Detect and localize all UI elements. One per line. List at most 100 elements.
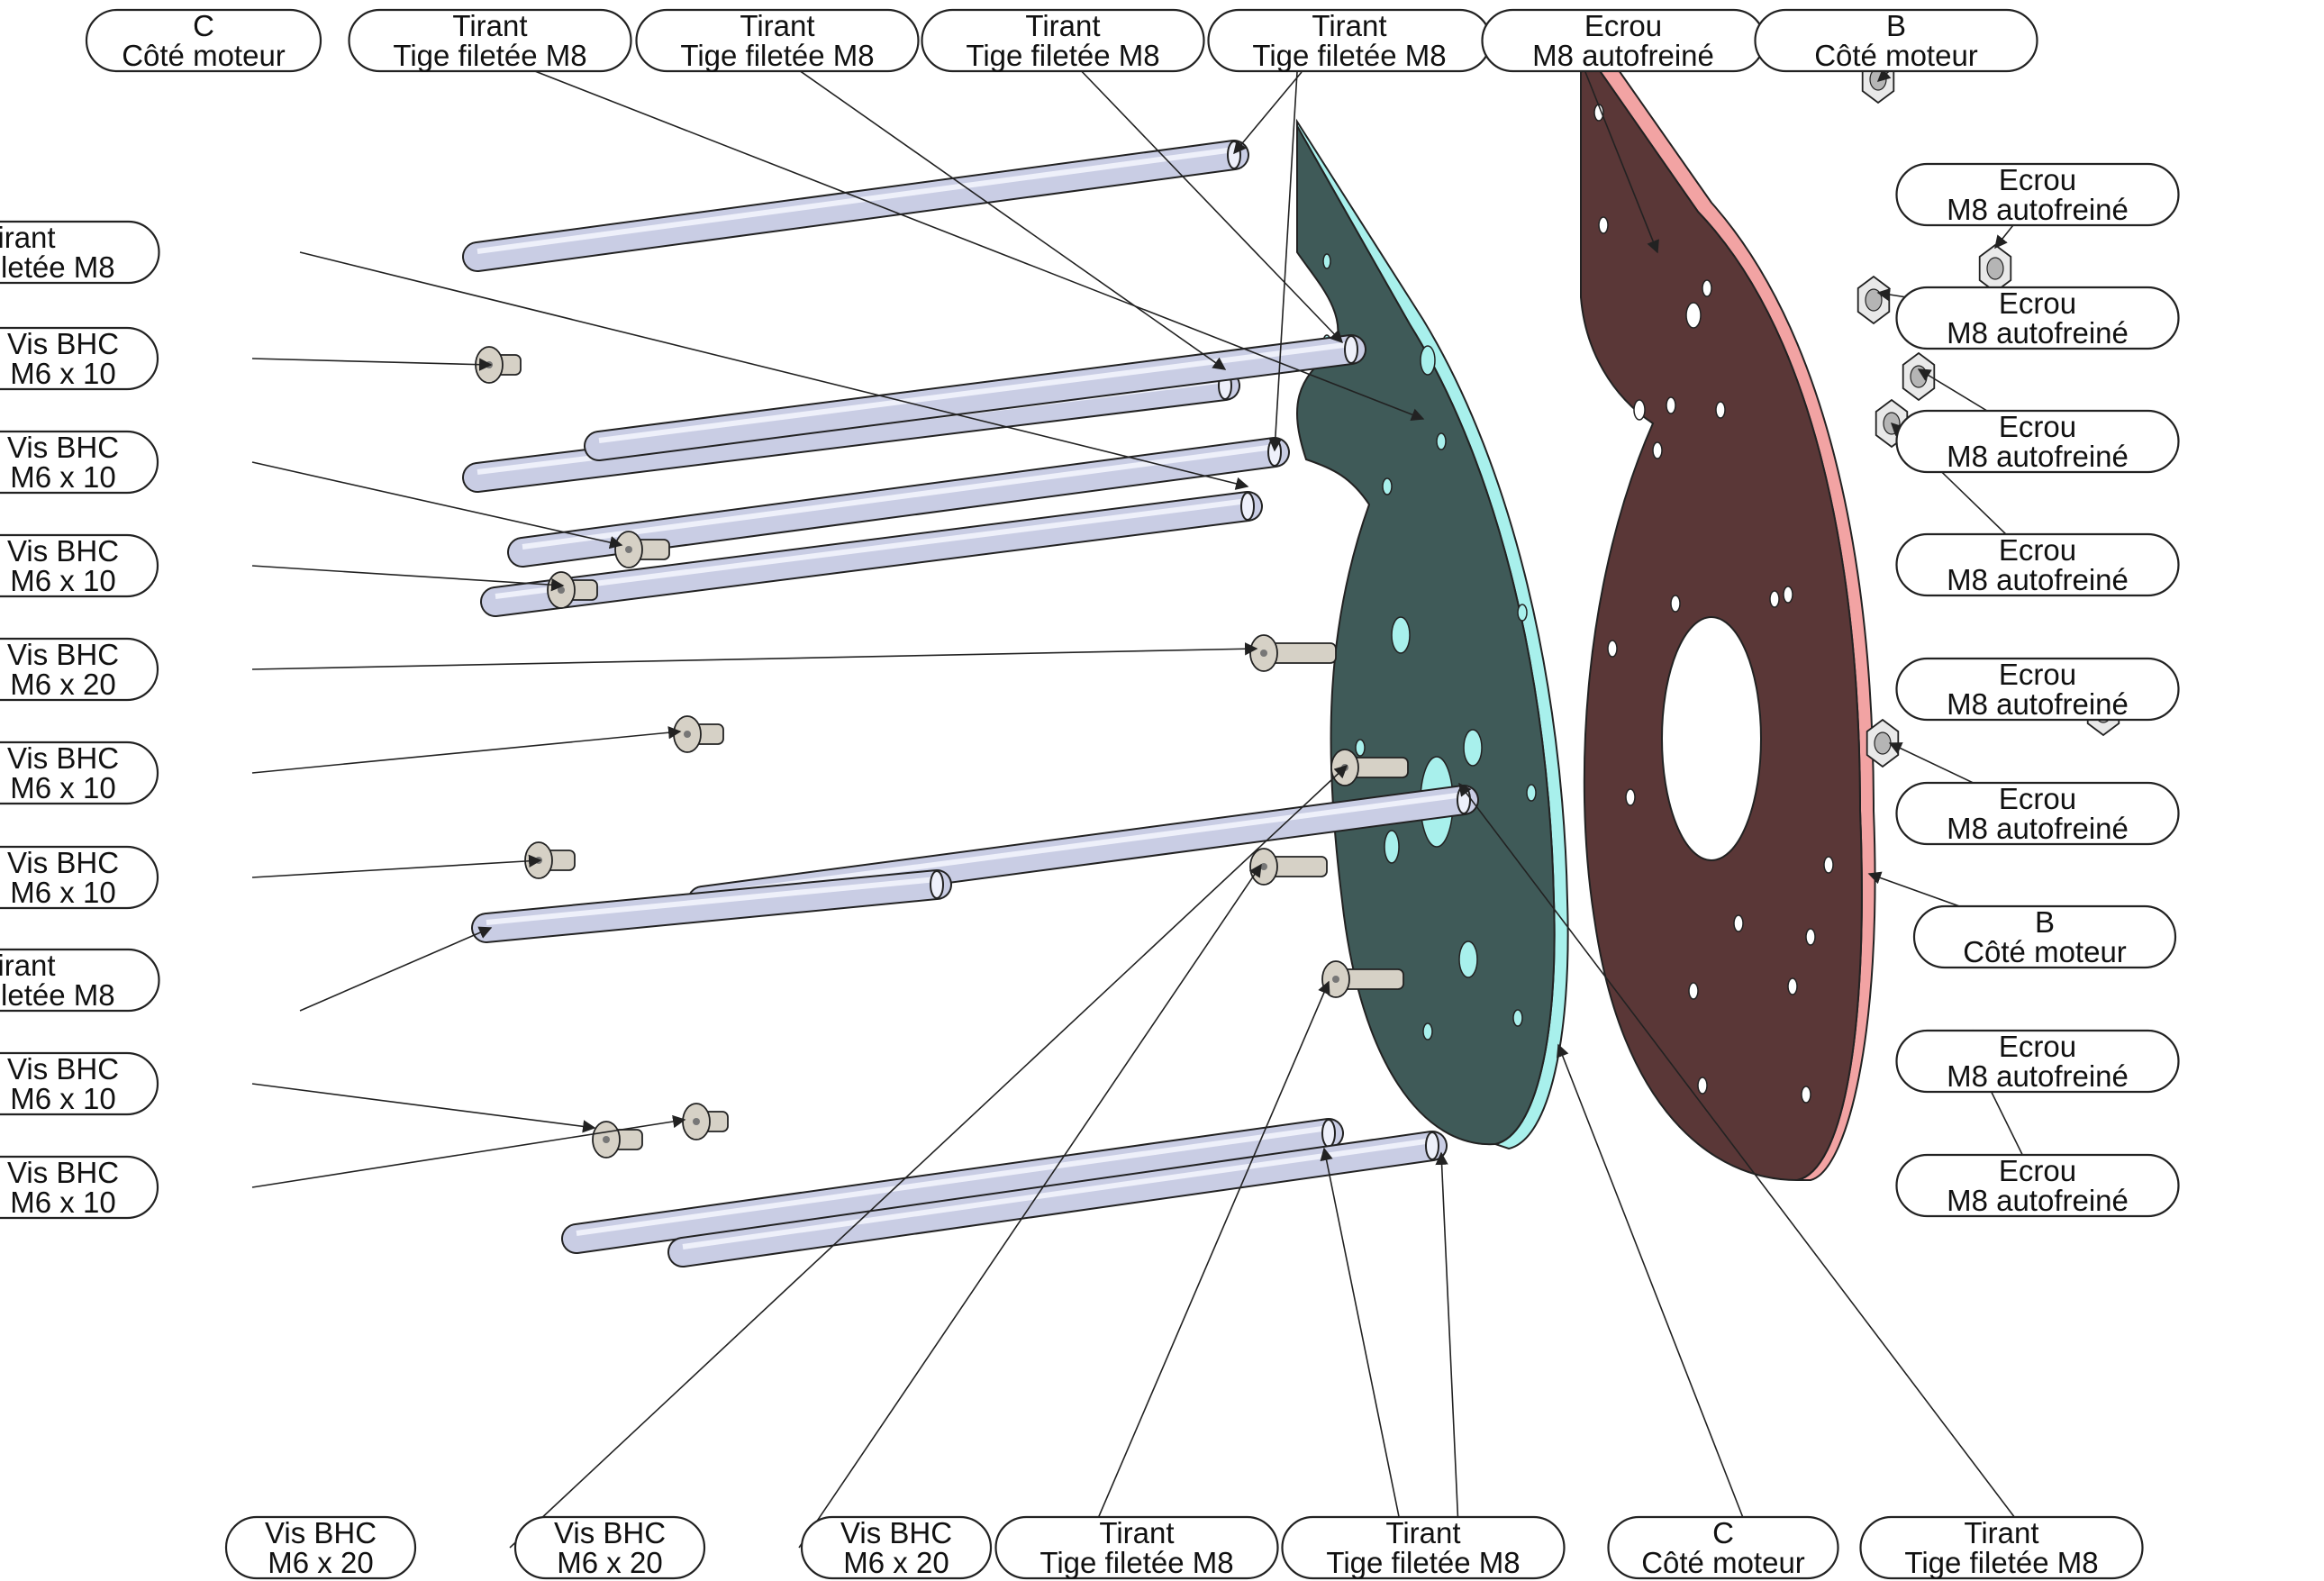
leader-line (1557, 1043, 1756, 1549)
leader-line (1051, 40, 1343, 344)
balloon-line2: M6 x 20 (557, 1546, 662, 1579)
balloon-line2: M8 autofreiné (1947, 687, 2129, 721)
leader-line (1233, 71, 1303, 155)
balloon-line1: Tirant (0, 949, 56, 982)
leader-line (798, 863, 1262, 1549)
balloon-line1: C (193, 9, 214, 42)
balloon-line2: M6 x 10 (10, 1082, 115, 1115)
balloon-outline (0, 430, 159, 495)
balloon-line1: Vis BHC (7, 1156, 119, 1189)
balloon-outline (1895, 532, 2180, 597)
balloon-line2: M8 autofreiné (1532, 39, 1714, 72)
balloon-outline (1895, 781, 2180, 846)
balloon-line2: M8 autofreiné (1947, 440, 2129, 473)
balloon-line2: Côté moteur (1814, 39, 1978, 72)
balloon-line1: Vis BHC (840, 1516, 952, 1549)
balloon-line1: C (1712, 1516, 1734, 1549)
balloon-line1: B (2035, 905, 2055, 939)
balloon-line2: M6 x 10 (10, 876, 115, 909)
threaded-rod (480, 491, 1263, 617)
balloon-line1: Ecrou (1999, 1030, 2076, 1063)
balloon-outline (513, 1515, 706, 1580)
balloon-line1: Vis BHC (7, 534, 119, 568)
button-head-screw (673, 715, 724, 753)
balloon-line1: Vis BHC (7, 327, 119, 360)
leader-line (456, 40, 1425, 421)
balloon-line1: Tirant (452, 9, 527, 42)
threaded-rod (471, 869, 952, 943)
balloon-line1: Tirant (1964, 1516, 2038, 1549)
leader-line (299, 251, 1249, 490)
leader-line (509, 765, 1348, 1549)
balloon-outline (0, 533, 159, 598)
balloon-line1: Ecrou (1999, 286, 2076, 320)
balloon-line1: Tirant (0, 221, 56, 254)
balloon-line2: Tige filetée M8 (393, 39, 586, 72)
leader-line (1458, 782, 2038, 1549)
balloon-line2: M8 autofreiné (1947, 812, 2129, 845)
balloon-line1: Vis BHC (7, 846, 119, 879)
balloon-outline (0, 326, 159, 391)
balloon-line1: Ecrou (1999, 782, 2076, 815)
button-head-screw (1249, 634, 1337, 672)
balloon-outline (0, 220, 160, 285)
balloon-line1: Vis BHC (7, 431, 119, 464)
balloon-outline (1859, 1515, 2144, 1580)
balloon-line2: M8 autofreiné (1947, 563, 2129, 596)
balloon-line1: Tirant (1385, 1516, 1460, 1549)
balloon-outline (85, 8, 322, 73)
balloon-line2: Tige filetée M8 (0, 978, 115, 1012)
balloon-line2: M6 x 10 (10, 771, 115, 804)
balloon-line2: M8 autofreiné (1947, 1059, 2129, 1093)
balloon-outline (1895, 1153, 2180, 1218)
balloon-line2: Côté moteur (1641, 1546, 1805, 1579)
leader-line (251, 358, 493, 371)
leader-line (251, 726, 682, 774)
leader-line (1268, 71, 1298, 452)
balloon-line1: Ecrou (1999, 410, 2076, 443)
balloon-outline (0, 637, 159, 702)
balloon-line1: Vis BHC (265, 1516, 377, 1549)
leader-line (1085, 980, 1330, 1549)
leader-line (1320, 1147, 1406, 1549)
plate-c-face (1296, 123, 1556, 1146)
balloon-outline (1895, 657, 2180, 722)
plate-b-holes (1593, 104, 1834, 1104)
balloon-line2: M6 x 10 (10, 357, 115, 390)
leader-line (1584, 71, 1659, 254)
balloon-outline (224, 1515, 417, 1580)
balloon-outline (0, 1051, 159, 1116)
balloon-line2: M8 autofreiné (1947, 193, 2129, 226)
balloon-line1: Ecrou (1999, 658, 2076, 691)
threaded-rod (667, 1131, 1448, 1268)
balloon-line2: M6 x 10 (10, 460, 115, 494)
leader-line (251, 1083, 596, 1133)
lock-nut (1856, 275, 1891, 325)
balloon-line1: Ecrou (1584, 9, 1662, 42)
balloon-line2: M6 x 20 (843, 1546, 949, 1579)
balloon-outline (1754, 8, 2038, 73)
balloon-line2: Tige filetée M8 (680, 39, 874, 72)
plate-b-cote-moteur (1580, 59, 1876, 1182)
